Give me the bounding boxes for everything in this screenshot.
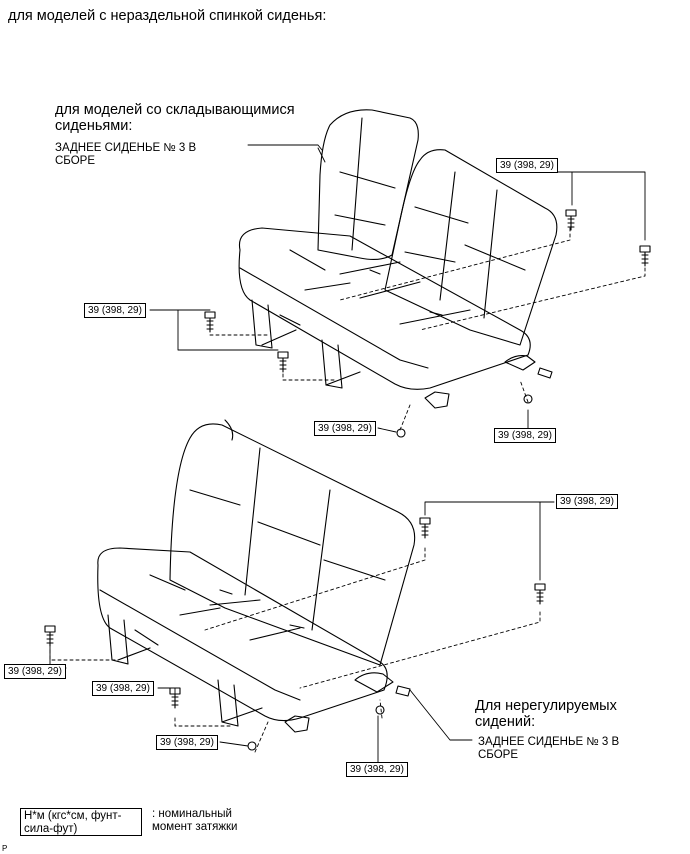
bottom-seat-back bbox=[169, 423, 416, 666]
torque-label: 39 (398, 29) bbox=[346, 762, 408, 777]
top-seat-cushion bbox=[238, 227, 531, 390]
bottom-caption-title: Для нерегулируемых сидений: bbox=[475, 698, 617, 731]
torque-label: 39 (398, 29) bbox=[156, 735, 218, 750]
top-seat-assembly bbox=[149, 109, 651, 438]
top-caption-part: ЗАДНЕЕ СИДЕНЬЕ № 3 В СБОРЕ bbox=[55, 142, 197, 167]
torque-label: 39 (398, 29) bbox=[4, 664, 66, 679]
legend-description: : номинальный момент затяжки bbox=[152, 808, 238, 833]
top-bolts bbox=[204, 209, 651, 438]
bottom-seat-cushion bbox=[97, 547, 388, 722]
torque-label: 39 (398, 29) bbox=[92, 681, 154, 696]
corner-mark: P bbox=[2, 844, 8, 853]
bottom-caption-part: ЗАДНЕЕ СИДЕНЬЕ № 3 В СБОРЕ bbox=[478, 736, 620, 761]
torque-label: 39 (398, 29) bbox=[314, 421, 376, 436]
torque-label: 39 (398, 29) bbox=[556, 494, 618, 509]
top-seat-back-right bbox=[384, 149, 558, 346]
top-caption-title: для моделей со складывающимися сиденьями… bbox=[55, 102, 295, 135]
torque-label: 39 (398, 29) bbox=[494, 428, 556, 443]
legend-unit-box: Н*м (кгс*см, фунт- сила-фут) bbox=[20, 808, 142, 836]
bottom-seat-assembly bbox=[44, 419, 555, 763]
top-seat-back-left bbox=[317, 109, 419, 261]
page-header: для моделей с нераздельной спинкой сиден… bbox=[8, 8, 327, 24]
torque-label: 39 (398, 29) bbox=[84, 303, 146, 318]
torque-label: 39 (398, 29) bbox=[496, 158, 558, 173]
bottom-bolts bbox=[44, 517, 546, 751]
